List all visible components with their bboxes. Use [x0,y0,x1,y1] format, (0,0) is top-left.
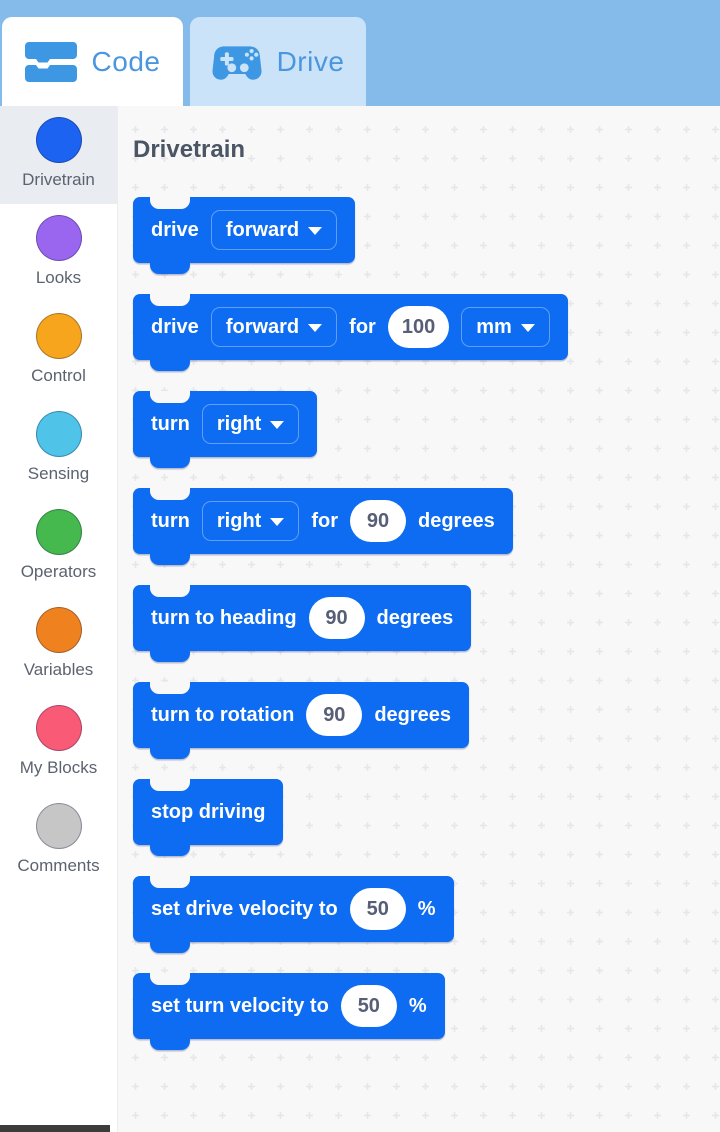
turn-direction-dropdown[interactable]: right [201,501,300,541]
code-blocks-icon [24,41,77,82]
block-label: degrees [374,703,452,726]
sidebar-item-control[interactable]: Control [0,302,117,400]
sidebar-item-label: Variables [23,660,94,679]
category-operators-icon [35,509,82,555]
block-label: turn [151,509,190,532]
category-looks-icon [35,215,82,261]
sidebar-item-label: Operators [20,562,97,581]
sidebar-item-comments[interactable]: Comments [0,792,117,890]
velocity-input[interactable]: 50 [349,888,406,930]
unit-dropdown[interactable]: mm [461,307,550,347]
category-control-icon [35,313,82,359]
header-bar: Code Drive [0,0,720,106]
block-label: drive [151,315,199,338]
dropdown-caret-icon [270,518,285,526]
sidebar-item-label: Comments [17,856,100,875]
block-turn-to-heading[interactable]: turn to heading 90 degrees [133,585,472,662]
window-edge-strip [0,1125,110,1132]
block-palette: Drivetrain drive forward drive forward [118,106,720,1132]
tab-code-label: Code [91,45,161,77]
block-label: % [408,994,427,1017]
block-label: degrees [418,509,495,532]
block-label: turn [151,412,190,435]
block-label: turn to rotation [151,703,295,726]
block-stop-driving[interactable]: stop driving [133,779,284,856]
block-label: drive [151,218,199,241]
sidebar-item-drivetrain[interactable]: Drivetrain [0,106,117,204]
angle-input[interactable]: 90 [350,500,406,542]
block-set-turn-velocity[interactable]: set turn velocity to 50 % [133,973,445,1050]
category-drivetrain-icon [35,117,82,163]
category-sensing-icon [35,411,82,457]
category-sidebar: Drivetrain Looks Control Sensing Operato… [0,106,118,1132]
sidebar-item-label: Looks [35,268,82,287]
sidebar-item-label: Control [31,366,86,385]
sidebar-item-my-blocks[interactable]: My Blocks [0,694,117,792]
direction-dropdown[interactable]: forward [210,307,338,347]
turn-direction-dropdown[interactable]: right [201,404,300,444]
dropdown-value: right [216,412,262,435]
category-variables-icon [35,607,82,653]
block-label: turn to heading [151,606,297,629]
velocity-input[interactable]: 50 [340,985,397,1027]
direction-dropdown[interactable]: forward [210,210,338,250]
tab-code[interactable]: Code [2,17,183,106]
block-turn-to-rotation[interactable]: turn to rotation 90 degrees [133,682,470,759]
dropdown-caret-icon [520,324,535,332]
sidebar-item-label: Drivetrain [22,170,95,189]
tab-drive[interactable]: Drive [190,17,366,106]
dropdown-value: right [216,509,262,532]
sidebar-item-sensing[interactable]: Sensing [0,400,117,498]
dropdown-caret-icon [308,227,323,235]
block-label: set turn velocity to [151,994,329,1017]
block-label: stop driving [151,800,266,823]
block-label: for [349,315,376,338]
sidebar-item-label: Sensing [27,464,90,483]
palette-heading: Drivetrain [133,136,246,163]
sidebar-item-operators[interactable]: Operators [0,498,117,596]
sidebar-item-looks[interactable]: Looks [0,204,117,302]
block-set-drive-velocity[interactable]: set drive velocity to 50 % [133,876,454,953]
block-label: set drive velocity to [151,897,338,920]
block-drive[interactable]: drive forward [133,197,356,274]
dropdown-caret-icon [270,421,285,429]
rotation-input[interactable]: 90 [306,694,363,736]
category-comments-icon [35,803,82,849]
dropdown-value: forward [225,315,300,338]
dropdown-value: forward [225,218,300,241]
dropdown-caret-icon [308,324,323,332]
block-label: for [311,509,338,532]
heading-input[interactable]: 90 [308,597,365,639]
dropdown-value: mm [476,315,512,338]
block-drive-for[interactable]: drive forward for 100 mm [133,294,568,371]
sidebar-item-variables[interactable]: Variables [0,596,117,694]
block-turn-for[interactable]: turn right for 90 degrees [133,488,513,565]
gamepad-icon [212,45,262,80]
category-my-blocks-icon [35,705,82,751]
sidebar-item-label: My Blocks [19,758,98,777]
distance-input[interactable]: 100 [387,306,450,348]
block-turn[interactable]: turn right [133,391,318,468]
tab-drive-label: Drive [276,45,345,77]
block-label: % [417,897,436,920]
block-label: degrees [376,606,454,629]
